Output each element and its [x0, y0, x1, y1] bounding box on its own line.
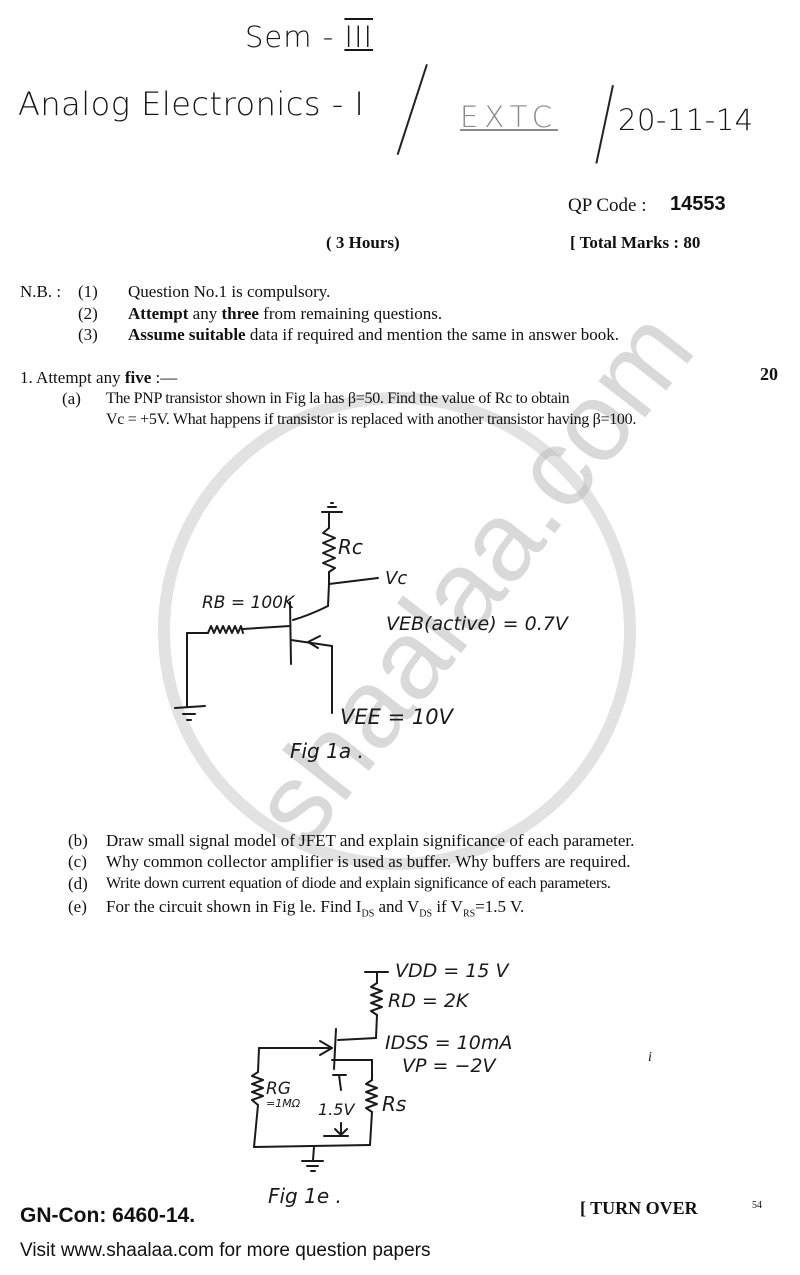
note-item: Assume suitable data if required and men…: [128, 325, 619, 345]
transistor-base-bar: [289, 601, 292, 665]
part-e-segment: For the circuit shown in Fig le. Find I: [106, 897, 362, 916]
note-number: (3): [78, 325, 98, 344]
question-1-marks: 20: [760, 364, 778, 384]
label-rd: RD = 2K: [388, 990, 470, 1012]
page-number: 54: [752, 1200, 762, 1211]
label-rg-value: =1MΩ: [266, 1097, 301, 1110]
label-vrs: 1.5V: [318, 1100, 355, 1119]
q-title-text: :—: [151, 368, 178, 387]
label-veb: VEB(active) = 0.7V: [386, 613, 570, 635]
q-title-bold: five: [124, 368, 152, 387]
label-rs: Rs: [382, 1092, 406, 1116]
note-text: any: [188, 304, 222, 323]
figure-1a-circuit: Rc Vc RB = 100K VEB(active) = 0.7V VEE =…: [174, 502, 570, 763]
semester-roman: III: [344, 20, 374, 54]
label-rb: RB = 100K: [202, 593, 296, 613]
qp-code-label: QP Code :: [568, 195, 647, 216]
fig-1e-caption: Fig 1e .: [268, 1184, 342, 1208]
jfet-channel: [333, 1028, 337, 1070]
resistor-rc-icon: [322, 527, 336, 573]
turn-over-label: [ TURN OVER: [580, 1198, 698, 1218]
label-rg: RG: [266, 1079, 291, 1099]
divider-slash: [595, 85, 614, 164]
note-text: from remaining questions.: [258, 304, 443, 323]
subscript: DS: [361, 908, 375, 920]
part-e-segment: =1.5 V.: [475, 897, 525, 916]
visit-link[interactable]: Visit www.shaalaa.com for more question …: [20, 1240, 431, 1261]
part-label: (a): [62, 389, 81, 408]
part-e-text: For the circuit shown in Fig le. Find ID…: [106, 897, 524, 919]
note-bold: Attempt: [128, 304, 189, 323]
part-e-segment: if V: [432, 897, 463, 916]
label-vp: VP = −2V: [402, 1055, 497, 1077]
note-number: (1): [78, 282, 98, 301]
subscript: DS: [419, 908, 433, 920]
gn-con-code: GN-Con: 6460-14.: [20, 1204, 196, 1227]
q-title-text: 1. Attempt any: [20, 368, 125, 387]
note-bold: Assume suitable: [128, 325, 246, 344]
duration: ( 3 Hours): [326, 233, 400, 252]
total-marks: [ Total Marks : 80: [570, 233, 701, 252]
ground-icon: [174, 705, 206, 709]
part-d-text: Write down current equation of diode and…: [106, 875, 611, 892]
resistor-rg-icon: [251, 1071, 264, 1106]
stray-mark: i: [648, 1050, 652, 1065]
resistor-rd-icon: [370, 982, 383, 1016]
resistor-rb-icon: [207, 625, 244, 634]
gate-arrow-icon: [319, 1040, 333, 1056]
note-number: (2): [78, 304, 98, 323]
part-label: (d): [68, 874, 88, 893]
figure-1e-circuit: VDD = 15 V RD = 2K IDSS = 10mA VP = −2V …: [251, 960, 512, 1208]
question-1-title: 1. Attempt any five :—: [20, 368, 177, 388]
part-label: (e): [68, 897, 87, 916]
part-label: (b): [68, 831, 88, 850]
note-bold: three: [221, 304, 259, 323]
part-e-segment: and V: [374, 897, 420, 916]
semester-label: Sem - III: [245, 20, 373, 54]
part-c-text: Why common collector amplifier is used a…: [106, 852, 631, 871]
divider-slash: [396, 64, 428, 155]
part-label: (c): [68, 852, 87, 871]
note-item: Attempt any three from remaining questio…: [128, 304, 442, 324]
note-text: data if required and mention the same in…: [245, 325, 620, 344]
subject-title: Analog Electronics - I: [18, 85, 365, 123]
nb-label: N.B. :: [20, 282, 62, 301]
part-a-line1: The PNP transistor shown in Fig la has β…: [106, 390, 570, 407]
label-idss: IDSS = 10mA: [385, 1032, 512, 1054]
resistor-rs-icon: [365, 1079, 378, 1113]
note-item: Question No.1 is compulsory.: [128, 282, 331, 301]
label-vc: Vc: [385, 568, 407, 589]
fig-1a-caption: Fig 1a .: [290, 739, 364, 763]
branch-label: EXTC: [460, 100, 558, 134]
part-b-text: Draw small signal model of JFET and expl…: [106, 831, 635, 850]
qp-code: 14553: [670, 193, 726, 215]
label-vee: VEE = 10V: [340, 705, 455, 729]
label-rc: Rc: [338, 535, 363, 559]
semester-prefix: Sem -: [245, 20, 335, 54]
subscript: RS: [462, 908, 476, 920]
label-vdd: VDD = 15 V: [395, 960, 510, 982]
exam-date: 20-11-14: [618, 103, 754, 137]
part-a-line2: Vc = +5V. What happens if transistor is …: [106, 411, 637, 428]
